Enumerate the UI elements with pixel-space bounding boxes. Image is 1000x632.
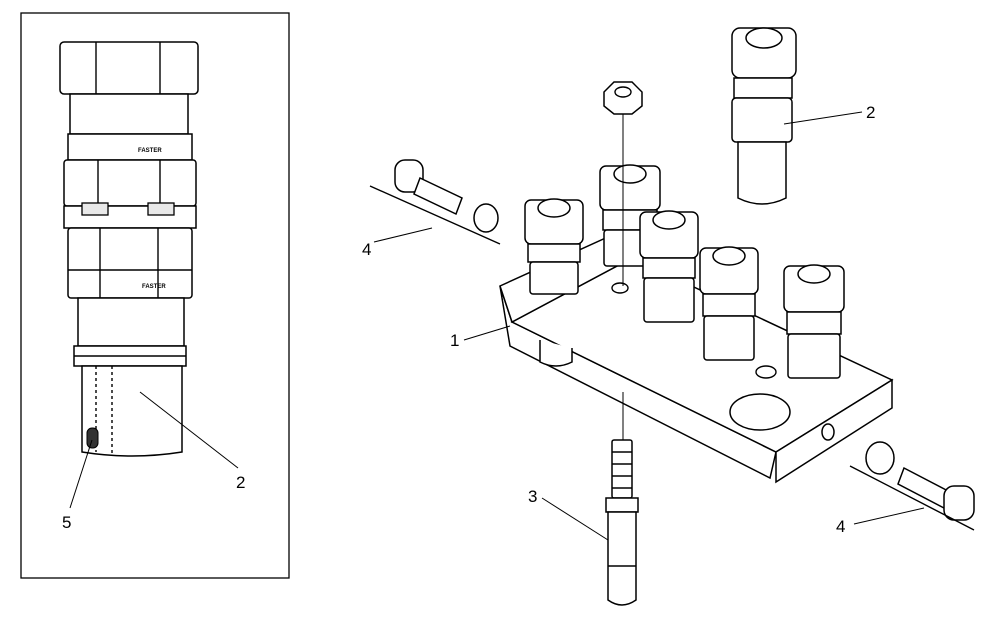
fitting-4 (699, 246, 759, 361)
callout-4-left: 4 (362, 240, 371, 259)
left-screw (369, 159, 501, 245)
loose-coupler (731, 27, 797, 205)
callout-1: 1 (450, 331, 459, 350)
inset-coupler-drawing: FASTER FASTER (59, 41, 199, 457)
brand-mark-2: FASTER (142, 284, 166, 290)
inset-callout-5: 5 (62, 513, 71, 532)
fitting-5 (783, 264, 845, 379)
right-screw (849, 441, 975, 531)
fitting-1 (524, 198, 584, 295)
fitting-3 (639, 210, 699, 323)
top-nut (603, 81, 643, 115)
inset-callout-2: 2 (236, 473, 245, 492)
inset-panel: FASTER FASTER 2 5 (20, 12, 290, 579)
callout-4-right: 4 (836, 517, 845, 536)
brand-mark-1: FASTER (138, 148, 162, 154)
callout-2: 2 (866, 103, 875, 122)
manifold-assembly: 1 2 3 4 4 (362, 27, 975, 606)
stud (605, 439, 639, 606)
callout-3: 3 (528, 487, 537, 506)
detent-ball (86, 427, 99, 449)
